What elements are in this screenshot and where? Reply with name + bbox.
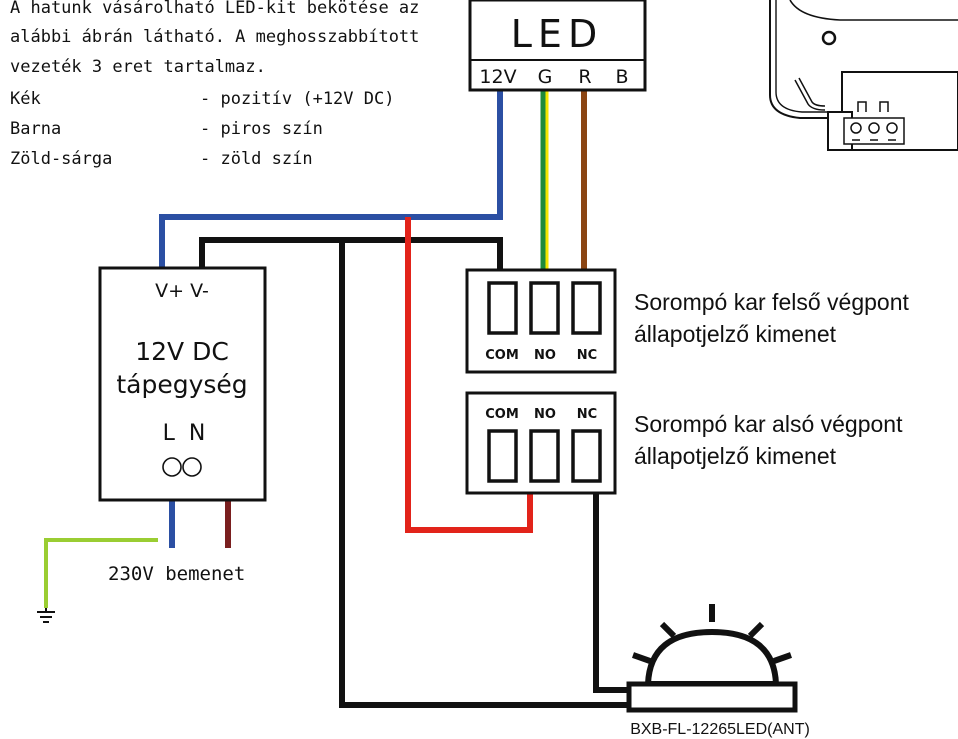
upper-terminal-no [529, 281, 560, 335]
device-housing-illustration [769, 0, 958, 151]
psu-input-n-socket [182, 457, 202, 477]
lower-relay-block: COM NO NC [465, 391, 617, 495]
led-pin-12v: 12V [479, 66, 516, 88]
upper-terminal-com [487, 281, 518, 335]
psu-input-label: 230V bemenet [108, 563, 245, 585]
led-controller: LED 12V G R B [468, 0, 647, 92]
legend-wire-1: Kék [10, 89, 41, 109]
psu-title-line-1: 12V DC [135, 337, 229, 366]
beacon-model-label: BXB-FL-12265LED(ANT) [630, 721, 810, 738]
lower-relay-caption-1: Sorompó kar alsó végpont [634, 411, 903, 437]
psu-input-l-socket [162, 457, 182, 477]
intro-text: A hatunk vásárolható LED-kit bekötése az… [10, 0, 419, 77]
legend-wire-3: Zöld-sárga [10, 149, 112, 169]
legend-meaning-2: - piros szín [200, 119, 323, 139]
wire-black-beacon-ground [339, 240, 630, 708]
wire-red [405, 217, 533, 533]
lower-terminal-no [529, 429, 560, 483]
lower-label-no: NO [534, 407, 556, 422]
beacon-lamp-icon [626, 604, 798, 713]
upper-relay-caption-1: Sorompó kar felső végpont [634, 289, 909, 315]
wire-black-negative [199, 237, 503, 290]
legend-wire-2: Barna [10, 119, 61, 139]
wire-earth [44, 538, 158, 608]
led-pin-r: R [578, 66, 591, 88]
led-title: LED [511, 12, 603, 56]
upper-label-no: NO [534, 348, 556, 363]
led-pin-b: B [615, 66, 628, 88]
intro-line-3: vezeték 3 eret tartalmaz. [10, 57, 266, 77]
upper-terminal-nc [571, 281, 602, 335]
led-pin-g: G [538, 66, 553, 88]
lower-label-com: COM [485, 407, 519, 422]
intro-line-2: alábbi ábrán látható. A meghosszabbított [10, 27, 419, 47]
ground-icon [37, 608, 55, 623]
led-box [468, 0, 647, 92]
psu-terminals: V+ V- [155, 280, 209, 302]
psu-inputs: L N [163, 421, 206, 446]
wire-blue-positive [159, 90, 503, 268]
lower-terminal-com [487, 429, 518, 483]
wire-legend: Kék - pozitív (+12V DC) Barna - piros sz… [10, 89, 394, 169]
upper-relay-block: COM NO NC [465, 268, 617, 374]
lower-relay-caption-2: állapotjelző kimenet [634, 443, 837, 469]
legend-meaning-3: - zöld szín [200, 149, 313, 169]
psu-title-line-2: tápegység [116, 370, 247, 399]
intro-line-1: A hatunk vásárolható LED-kit bekötése az [10, 0, 419, 18]
upper-label-nc: NC [577, 348, 597, 363]
wires [44, 90, 630, 708]
lower-terminal-nc [571, 429, 602, 483]
upper-label-com: COM [485, 348, 519, 363]
power-supply: V+ V- 12V DC tápegység L N [98, 266, 267, 502]
wire-black-beacon [593, 460, 630, 693]
lower-label-nc: NC [577, 407, 597, 422]
legend-meaning-1: - pozitív (+12V DC) [200, 89, 394, 109]
upper-relay-caption-2: állapotjelző kimenet [634, 321, 837, 347]
psu-box [98, 266, 267, 502]
